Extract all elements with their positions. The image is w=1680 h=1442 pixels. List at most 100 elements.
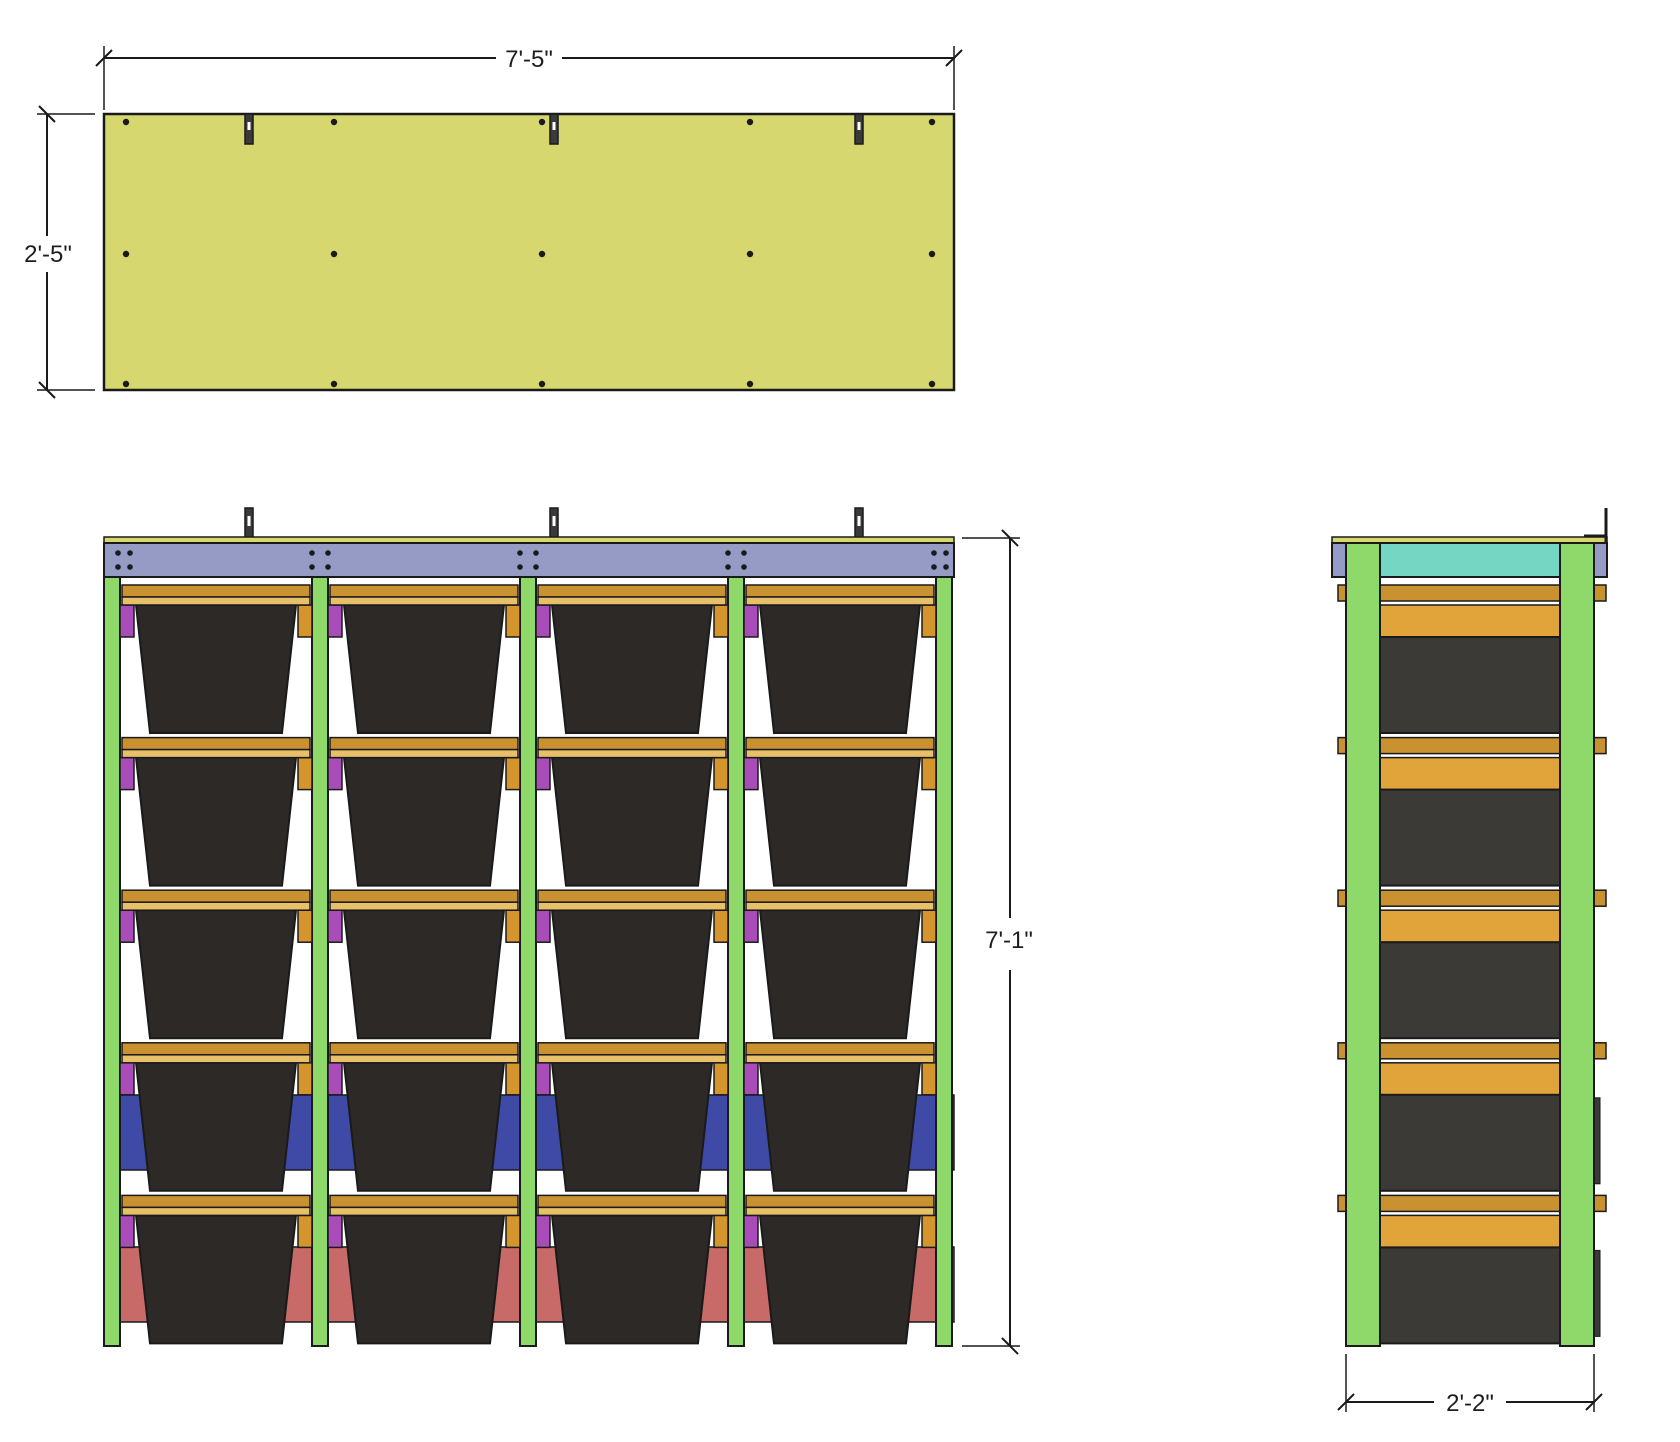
side-bin (1379, 1093, 1561, 1192)
bin-support (921, 909, 937, 943)
side-header-center (1379, 542, 1561, 578)
shelf-rail (121, 1194, 311, 1209)
bin-ledge (535, 909, 551, 943)
screw (115, 564, 121, 570)
bin-lip (329, 1206, 519, 1217)
bin (342, 1214, 506, 1345)
bin (550, 1061, 714, 1192)
front-uprights (103, 576, 953, 1347)
shelf-rail (329, 889, 519, 903)
bin-lip (745, 1054, 935, 1064)
bracket-slot (552, 122, 556, 130)
screw (741, 564, 747, 570)
bin-lip (537, 1054, 727, 1064)
plywood-top-panel (102, 112, 956, 392)
bin-support (505, 756, 521, 791)
screw (538, 380, 546, 388)
bin-lip (537, 596, 727, 606)
bin (758, 604, 922, 734)
shelf-rail (121, 889, 311, 903)
top-screws (122, 118, 936, 388)
shelf-rail (121, 584, 311, 598)
top-depth-label: 2'-5" (24, 241, 72, 268)
shelf-rail (329, 736, 519, 751)
bin-support (297, 604, 313, 638)
bin-ledge (743, 1062, 759, 1096)
screw (931, 564, 937, 570)
side-shelf-rail (1337, 736, 1607, 755)
screw (517, 550, 523, 556)
bin-support (297, 1214, 313, 1249)
bin-ledge (327, 604, 343, 638)
upright (935, 576, 953, 1347)
bin-ledge (535, 1062, 551, 1096)
bin-ledge (327, 909, 343, 943)
bin-ledge (327, 1214, 343, 1249)
bin-ledge (119, 909, 135, 943)
bin (550, 604, 714, 734)
shelf-rail (329, 1194, 519, 1209)
side-shelf-rail (1337, 1042, 1607, 1060)
bracket-slot (857, 122, 861, 130)
bin-ledge (743, 756, 759, 791)
screw (746, 380, 754, 388)
screw (517, 564, 523, 570)
bin-ledge (743, 909, 759, 943)
screw (928, 250, 936, 258)
bracket-slot (857, 516, 861, 526)
bin (134, 1061, 298, 1192)
bin-lip (745, 748, 935, 759)
screw (115, 550, 121, 556)
bin-lip (537, 1206, 727, 1217)
screw (122, 380, 130, 388)
bin (342, 1061, 506, 1192)
bin (134, 1214, 298, 1345)
side-rail (1379, 756, 1561, 791)
bin-support (713, 909, 729, 943)
screw (330, 380, 338, 388)
bin (134, 756, 298, 887)
bin (550, 756, 714, 887)
screw (533, 550, 539, 556)
side-bracket (1584, 508, 1608, 543)
shelf-rail (745, 1042, 935, 1056)
bin (550, 909, 714, 1040)
bin-ledge (327, 756, 343, 791)
screw (943, 564, 949, 570)
screw (127, 564, 133, 570)
screw (309, 550, 315, 556)
front-elevation-view: 7'-1" (103, 507, 1033, 1355)
top-plan-view: 7'-5" 2'-5" (24, 46, 963, 399)
bin-support (713, 1062, 729, 1096)
bin-support (921, 1062, 937, 1096)
screw (746, 118, 754, 126)
bin-ledge (119, 1214, 135, 1249)
bin-lip (329, 596, 519, 606)
side-elevation-view: 2'-2" (1331, 508, 1608, 1417)
bracket-slot (247, 516, 251, 526)
bin (758, 756, 922, 887)
side-bin (1379, 941, 1561, 1040)
screw (931, 550, 937, 556)
top-brackets (244, 113, 864, 145)
bin-lip (121, 901, 311, 911)
bin-lip (745, 596, 935, 606)
screw (725, 550, 731, 556)
shelf-rail (537, 584, 727, 598)
screw (325, 564, 331, 570)
shelf-rail (121, 1042, 311, 1056)
bin-ledge (119, 1062, 135, 1096)
bin-ledge (327, 1062, 343, 1096)
screw (122, 118, 130, 126)
screw (325, 550, 331, 556)
side-upright-back (1559, 542, 1595, 1347)
side-bin (1379, 788, 1561, 887)
screw (928, 118, 936, 126)
top-width-label: 7'-5" (505, 46, 553, 73)
bin-ledge (535, 756, 551, 791)
upright (103, 576, 121, 1347)
upright (519, 576, 537, 1347)
bin (342, 604, 506, 734)
bin-support (921, 1214, 937, 1249)
side-bin (1379, 1246, 1561, 1345)
